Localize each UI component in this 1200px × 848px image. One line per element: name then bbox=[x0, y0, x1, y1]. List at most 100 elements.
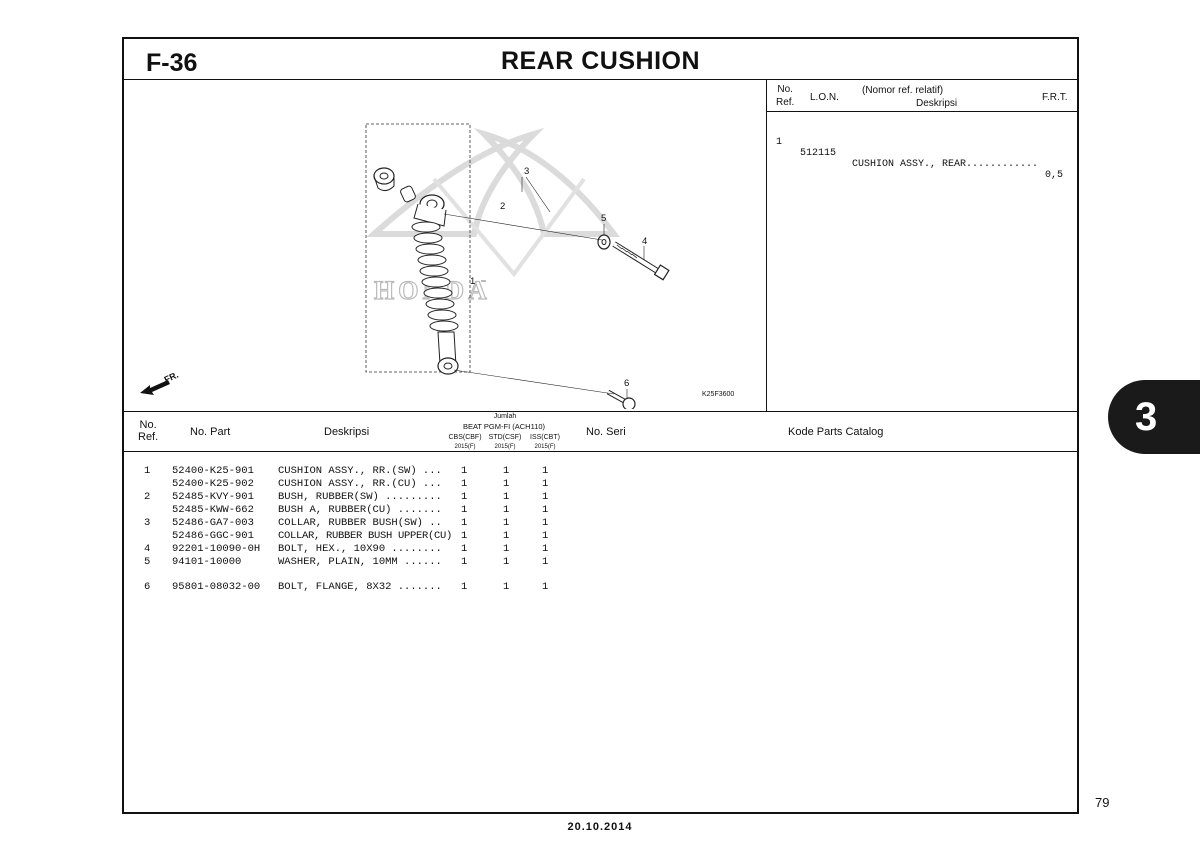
table-row: 52485-KWW-662 BUSH A, RUBBER(CU) .......… bbox=[124, 504, 548, 517]
row-ref: 2 bbox=[144, 491, 151, 503]
row-qty-2: 1 bbox=[503, 556, 510, 568]
row-qty-3: 1 bbox=[542, 478, 549, 490]
front-direction-label: FR. bbox=[163, 370, 180, 385]
header-divider bbox=[124, 79, 1077, 80]
row-qty-2: 1 bbox=[503, 530, 510, 542]
table-row: 52400-K25-902 CUSHION ASSY., RR.(CU) ...… bbox=[124, 478, 548, 491]
row-qty-3: 1 bbox=[542, 530, 549, 542]
row-desc: BOLT, HEX., 10X90 ........ bbox=[278, 543, 442, 555]
callout-4: 4 bbox=[642, 236, 647, 247]
exploded-diagram: HONDA bbox=[365, 123, 670, 409]
table-row: 3 52486-GA7-003 COLLAR, RUBBER BUSH(SW) … bbox=[124, 517, 548, 530]
diagram-code: K25F3600 bbox=[702, 391, 735, 398]
section-tab[interactable]: 3 bbox=[1108, 380, 1200, 454]
ref-table-header-no: No. Ref. bbox=[776, 84, 794, 108]
parts-header-variant-1: CBS(CBF) bbox=[448, 434, 482, 441]
row-qty-1: 1 bbox=[461, 491, 468, 503]
hex-bolt-icon bbox=[612, 241, 670, 281]
parts-header-variant-3: ISS(CBT) bbox=[530, 434, 560, 441]
ref-table-header-lon: L.O.N. bbox=[810, 92, 839, 103]
parts-header-year-1: 2015(F) bbox=[454, 444, 476, 450]
row-part: 94101-10000 bbox=[172, 556, 242, 568]
row-qty-2: 1 bbox=[503, 504, 510, 516]
ref-row-desc: CUSHION ASSY., REAR............ bbox=[852, 159, 1039, 170]
row-qty-1: 1 bbox=[461, 465, 468, 477]
row-qty-2: 1 bbox=[503, 543, 510, 555]
parts-header-variant-2: STD(CSF) bbox=[488, 434, 522, 441]
row-qty-1: 1 bbox=[461, 556, 468, 568]
row-qty-3: 1 bbox=[542, 491, 549, 503]
ref-table-header-divider bbox=[766, 111, 1077, 112]
parts-header-kode: Kode Parts Catalog bbox=[788, 426, 884, 438]
callout-6: 6 bbox=[624, 378, 629, 389]
publication-date: 20.10.2014 bbox=[567, 821, 633, 833]
rubber-bush-icon bbox=[373, 167, 395, 192]
row-qty-1: 1 bbox=[461, 517, 468, 529]
row-desc: BUSH, RUBBER(SW) ......... bbox=[278, 491, 442, 503]
row-desc: COLLAR, RUBBER BUSH(SW) .. bbox=[278, 517, 442, 529]
table-row: 5 94101-10000 WASHER, PLAIN, 10MM ......… bbox=[124, 556, 548, 569]
row-part: 52485-KVY-901 bbox=[172, 491, 254, 503]
row-desc: BOLT, FLANGE, 8X32 ....... bbox=[278, 581, 442, 593]
catalog-page-frame: F-36 REAR CUSHION No. Ref. L.O.N. (Nomor… bbox=[122, 37, 1079, 814]
table-row: 4 92201-10090-0H BOLT, HEX., 10X90 .....… bbox=[124, 543, 548, 556]
vertical-divider bbox=[766, 79, 767, 411]
washer-icon bbox=[597, 234, 611, 250]
header-no-text: No. bbox=[777, 84, 793, 95]
front-direction-icon: FR. bbox=[140, 370, 180, 395]
ref-row-lon: 512115 bbox=[800, 148, 837, 159]
callout-5: 5 bbox=[601, 213, 606, 224]
row-qty-2: 1 bbox=[503, 491, 510, 503]
parts-header-no-part: No. Part bbox=[190, 426, 231, 438]
callout-1: 1 bbox=[470, 276, 475, 287]
row-desc: WASHER, PLAIN, 10MM ...... bbox=[278, 556, 442, 568]
parts-header-year-2: 2015(F) bbox=[494, 444, 516, 450]
row-qty-3: 1 bbox=[542, 465, 549, 477]
parts-header-model: BEAT PGM-FI (ACH110) bbox=[462, 422, 546, 431]
row-qty-1: 1 bbox=[461, 478, 468, 490]
page-code: F-36 bbox=[146, 49, 198, 77]
parts-header-year-3: 2015(F) bbox=[534, 444, 556, 450]
ref-table-row: 1 512115 CUSHION ASSY., REAR............… bbox=[776, 126, 1063, 192]
parts-header-deskripsi: Deskripsi bbox=[324, 426, 370, 438]
row-part: 52485-KWW-662 bbox=[172, 504, 254, 516]
parts-header-no-seri: No. Seri bbox=[586, 426, 626, 438]
honda-wing-watermark-icon bbox=[366, 127, 621, 278]
row-qty-2: 1 bbox=[503, 465, 510, 477]
row-qty-2: 1 bbox=[503, 517, 510, 529]
row-desc: BUSH A, RUBBER(CU) ....... bbox=[278, 504, 442, 516]
row-qty-2: 1 bbox=[503, 581, 510, 593]
row-qty-3: 1 bbox=[542, 504, 549, 516]
row-part: 52400-K25-901 bbox=[172, 465, 254, 477]
page-title: REAR CUSHION bbox=[500, 47, 701, 75]
parts-header-ref-text: Ref. bbox=[138, 431, 159, 443]
row-part: 52486-GA7-003 bbox=[172, 517, 254, 529]
shock-absorber-icon bbox=[411, 194, 459, 375]
page-number: 79 bbox=[1095, 795, 1110, 810]
ref-table-header-nomor: (Nomor ref. relatif) bbox=[862, 85, 944, 96]
row-part: 52400-K25-902 bbox=[172, 478, 254, 490]
row-part: 52486-GGC-901 bbox=[172, 530, 254, 542]
ref-table-header-deskripsi: Deskripsi bbox=[916, 98, 958, 109]
ref-row-frt: 0,5 bbox=[1045, 170, 1064, 181]
row-qty-1: 1 bbox=[461, 581, 468, 593]
row-ref: 3 bbox=[144, 517, 151, 529]
row-desc: CUSHION ASSY., RR.(CU) ... bbox=[278, 478, 442, 490]
table-row: 52486-GGC-901 COLLAR, RUBBER BUSH UPPER(… bbox=[124, 530, 548, 543]
table-row: 1 52400-K25-901 CUSHION ASSY., RR.(SW) .… bbox=[124, 465, 548, 478]
row-qty-1: 1 bbox=[461, 543, 468, 555]
callout-2: 2 bbox=[500, 201, 505, 212]
header-ref-text: Ref. bbox=[776, 97, 795, 108]
flange-bolt-icon bbox=[606, 389, 636, 409]
parts-table-header-divider bbox=[124, 451, 1077, 452]
row-ref: 1 bbox=[144, 465, 151, 477]
collar-icon bbox=[400, 185, 416, 203]
assembly-bracket bbox=[365, 123, 471, 373]
ref-table-header-frt: F.R.T. bbox=[1042, 92, 1068, 103]
row-qty-3: 1 bbox=[542, 543, 549, 555]
callout-3: 3 bbox=[524, 166, 529, 177]
row-ref: 5 bbox=[144, 556, 151, 568]
row-part: 92201-10090-0H bbox=[172, 543, 261, 555]
parts-header-no-text: No. bbox=[139, 419, 157, 431]
row-desc: COLLAR, RUBBER BUSH UPPER(CU) bbox=[278, 530, 453, 542]
